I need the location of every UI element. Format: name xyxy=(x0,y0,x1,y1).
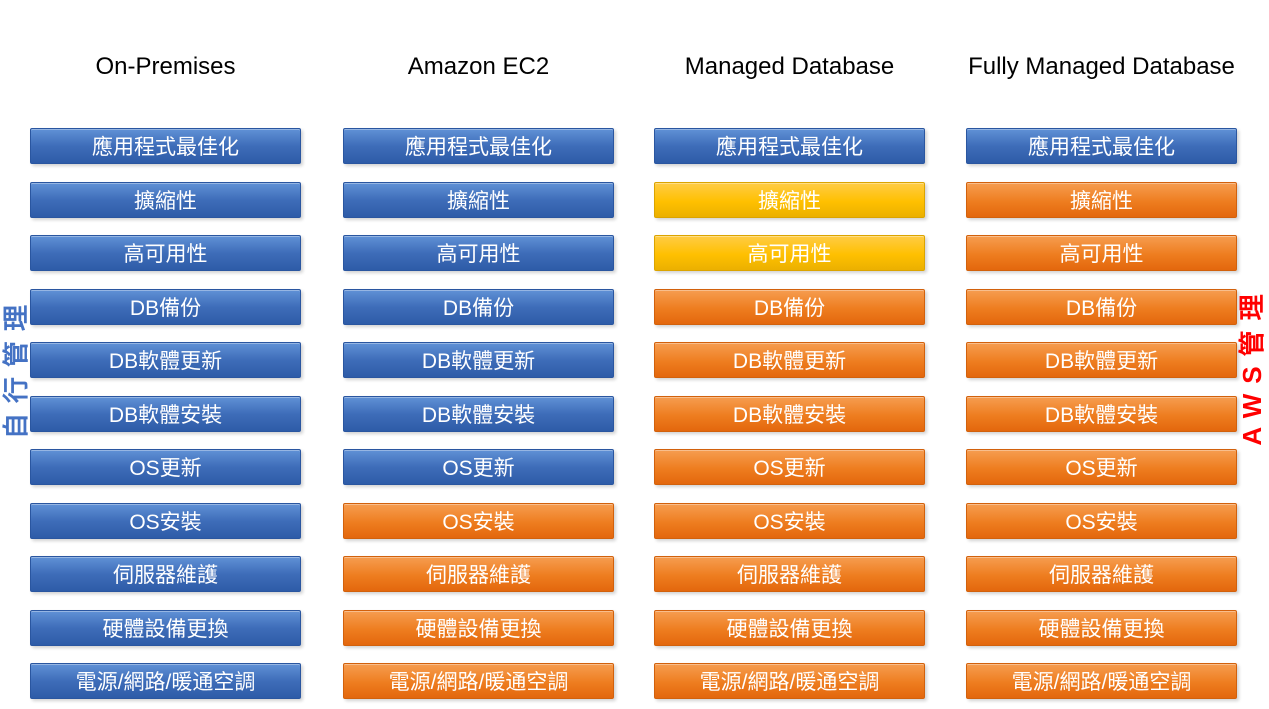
task-box: 高可用性 xyxy=(966,235,1237,271)
task-box: 應用程式最佳化 xyxy=(30,128,301,164)
column-1: On-Premises 應用程式最佳化擴縮性高可用性 DB備份 DB軟體更新 DB軟體安… xyxy=(30,52,301,699)
column-cells: 應用程式最佳化擴縮性高可用性 DB備份 DB軟體更新 DB軟體安裝 OS更新 OS安裝伺服… xyxy=(654,128,925,699)
task-box: 硬體設備更換 xyxy=(30,609,301,646)
column-header: Amazon EC2 xyxy=(407,53,550,80)
task-box: 應用程式最佳化 xyxy=(966,128,1237,164)
task-box: DB軟體更新 xyxy=(654,342,925,378)
task-box: DB備份 xyxy=(966,288,1237,325)
task-box: DB備份 xyxy=(654,288,925,325)
task-box: DB軟體更新 xyxy=(30,342,301,378)
task-box: 擴縮性 xyxy=(343,181,614,218)
task-box: DB軟體安裝 xyxy=(30,395,301,432)
task-box: DB軟體更新 xyxy=(966,342,1237,378)
task-box: 應用程式最佳化 xyxy=(343,128,614,164)
task-box: OS更新 xyxy=(30,449,301,485)
column-3: Managed Database 應用程式最佳化擴縮性高可用性 DB備份 DB軟體更新… xyxy=(654,52,925,699)
task-box: OS安裝 xyxy=(343,502,614,539)
task-box: DB軟體安裝 xyxy=(966,395,1237,432)
task-box: 電源/網路/暖通空調 xyxy=(654,663,925,699)
task-box: 擴縮性 xyxy=(966,181,1237,218)
task-box: 應用程式最佳化 xyxy=(654,128,925,164)
task-box: 伺服器維護 xyxy=(966,556,1237,592)
column-cells: 應用程式最佳化擴縮性高可用性 DB備份 DB軟體更新 DB軟體安裝 OS更新 OS安裝伺服… xyxy=(30,128,301,699)
column-cells: 應用程式最佳化擴縮性高可用性 DB備份 DB軟體更新 DB軟體安裝 OS更新 OS安裝伺服… xyxy=(343,128,614,699)
column-cells: 應用程式最佳化擴縮性高可用性 DB備份 DB軟體更新 DB軟體安裝 OS更新 OS安裝伺服… xyxy=(966,128,1237,699)
task-box: OS更新 xyxy=(654,449,925,485)
task-box: OS安裝 xyxy=(30,502,301,539)
task-box: 高可用性 xyxy=(30,235,301,271)
task-box: OS安裝 xyxy=(966,502,1237,539)
task-box: 伺服器維護 xyxy=(343,556,614,592)
task-box: 伺服器維護 xyxy=(30,556,301,592)
column-header: Fully Managed Database xyxy=(968,53,1235,80)
task-box: DB備份 xyxy=(30,288,301,325)
task-box: DB軟體安裝 xyxy=(343,395,614,432)
task-box: 高可用性 xyxy=(343,235,614,271)
task-box: DB軟體更新 xyxy=(343,342,614,378)
task-box: 電源/網路/暖通空調 xyxy=(343,663,614,699)
task-box: 擴縮性 xyxy=(654,181,925,218)
column-4: Fully Managed Database 應用程式最佳化擴縮性高可用性 DB備份… xyxy=(966,52,1237,699)
task-box: 硬體設備更換 xyxy=(966,609,1237,646)
task-box: DB軟體安裝 xyxy=(654,395,925,432)
task-box: 伺服器維護 xyxy=(654,556,925,592)
task-box: 擴縮性 xyxy=(30,181,301,218)
task-box: 電源/網路/暖通空調 xyxy=(30,663,301,699)
task-box: 硬體設備更換 xyxy=(343,609,614,646)
self-managed-side-label: 自行管理 xyxy=(1,295,31,440)
aws-managed-side-label: AWS管理 xyxy=(1237,284,1267,446)
task-box: DB備份 xyxy=(343,288,614,325)
task-box: OS更新 xyxy=(966,449,1237,485)
task-box: 電源/網路/暖通空調 xyxy=(966,663,1237,699)
column-header: On-Premises xyxy=(95,53,236,80)
column-header: Managed Database xyxy=(684,53,895,80)
task-box: OS安裝 xyxy=(654,502,925,539)
task-box: 高可用性 xyxy=(654,235,925,271)
task-box: OS更新 xyxy=(343,449,614,485)
task-box: 硬體設備更換 xyxy=(654,609,925,646)
column-2: Amazon EC2 應用程式最佳化擴縮性高可用性 DB備份 DB軟體更新 DB軟體安裝… xyxy=(343,52,614,699)
